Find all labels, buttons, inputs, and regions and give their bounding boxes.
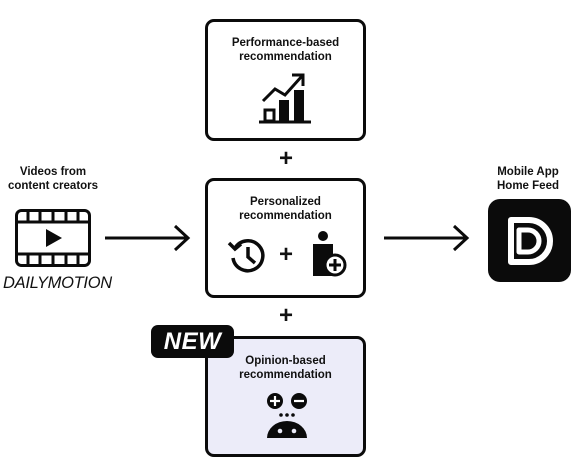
- user-add-icon: [313, 231, 347, 277]
- opinion-box: Opinion-based recommendation: [205, 336, 366, 457]
- opinion-title: Opinion-based recommendation: [239, 355, 332, 381]
- arrow-right-icon: [105, 224, 191, 252]
- personalized-title: Personalized recommendation: [239, 196, 332, 222]
- performance-box: Performance-based recommendation: [205, 19, 366, 141]
- rising-bar-chart-icon: [259, 73, 311, 124]
- personalized-box: Personalized recommendation +: [205, 178, 366, 298]
- plus-connector-bottom: +: [278, 302, 293, 329]
- personalized-inner-plus: +: [278, 241, 293, 268]
- arrow-right-icon: [384, 224, 470, 252]
- source-label: Videos from content creators: [7, 166, 99, 192]
- dailymotion-app-icon: [488, 199, 571, 282]
- history-clock-icon: [227, 239, 265, 273]
- new-badge: NEW: [151, 325, 234, 358]
- output-label: Mobile App Home Feed: [497, 166, 559, 192]
- brand-wordmark: DAILYMOTION: [3, 274, 112, 292]
- performance-title: Performance-based recommendation: [231, 37, 340, 63]
- opinion-face-icon: [267, 393, 307, 438]
- film-play-icon: [15, 209, 91, 267]
- plus-connector-top: +: [278, 145, 293, 172]
- dailymotion-logo-icon: [508, 217, 553, 265]
